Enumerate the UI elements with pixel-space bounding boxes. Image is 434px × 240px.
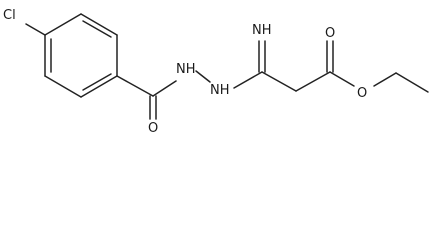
ring-carbonyl-bond — [116, 75, 154, 97]
ester-oxygen-label: O — [357, 86, 367, 101]
ester-carbonyl-oxygen-label: O — [325, 26, 335, 41]
amidine-ch2-bond — [261, 71, 297, 92]
chemical-structure-diagram: Cl O NH NH NH O O — [3, 8, 429, 136]
ch2-ester-bond — [295, 71, 331, 92]
ester-o-bond — [329, 71, 355, 87]
ethyl-bond — [395, 72, 429, 93]
c-nh-bond — [152, 80, 177, 97]
nh-amidine-bond — [233, 71, 263, 89]
hydrazide-nh-label: NH — [176, 62, 196, 77]
ring-double-bond — [82, 73, 112, 91]
ring-bond — [44, 13, 82, 36]
o-ethyl-bond — [373, 72, 397, 87]
hydrazide-nh-label: NH — [210, 83, 230, 98]
ring-bond — [80, 75, 118, 98]
ring-double-bond — [82, 20, 112, 38]
n-n-bond — [195, 70, 211, 83]
ring-bond — [44, 75, 82, 98]
chlorine-label: Cl — [3, 8, 16, 23]
amide-oxygen-label: O — [148, 121, 158, 136]
imine-nh-label: NH — [252, 23, 272, 38]
benzene-ring — [44, 13, 118, 98]
ring-bond — [80, 13, 118, 36]
c-cl-bond — [25, 23, 46, 36]
